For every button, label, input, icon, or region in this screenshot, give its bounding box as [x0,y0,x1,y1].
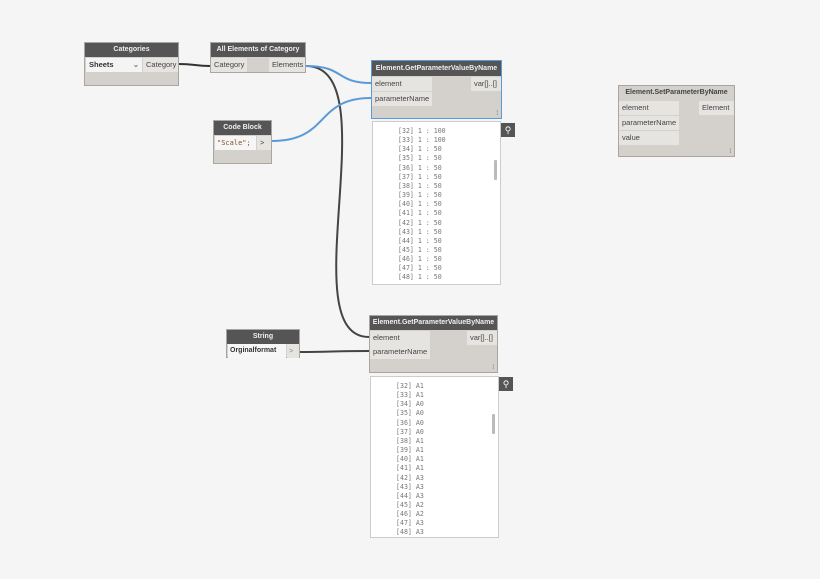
category-dropdown[interactable]: Sheets ⌄ [86,58,142,72]
preview-row: [37] 1 : 50 [398,172,442,181]
string-node[interactable]: String Orginalformat > [226,329,300,358]
pin-icon[interactable]: ⚲ [499,377,513,391]
preview-row: [35] 1 : 50 [398,154,442,163]
dropdown-value: Sheets [89,60,114,69]
input-port-category[interactable]: Category [211,58,247,72]
input-port-value[interactable]: value [619,131,679,145]
input-port-parametername[interactable]: parameterName [372,92,432,106]
output-port[interactable]: > [287,344,299,358]
wire-elements-to-getparam2[interactable] [305,65,370,338]
preview-row: [42] 1 : 50 [398,218,442,227]
node-title: String [227,330,299,344]
preview-row: [32] 1 : 100 [398,127,446,135]
input-port-element[interactable]: element [619,101,679,115]
preview-row: [47] 1 : 50 [398,264,442,273]
preview-row: [33] 1 : 100 [398,136,446,145]
node-title: Categories [85,43,178,57]
node-title: Element.GetParameterValueByName [370,316,497,330]
preview-bubble-2[interactable]: [32] A1[33] A1[34] A0[35] A0[36] A0[37] … [370,376,499,538]
input-port-parametername[interactable]: parameterName [619,116,679,130]
code-input[interactable]: "Scale"; [215,136,256,150]
set-parameter-node[interactable]: Element.SetParameterByName element param… [618,85,735,157]
output-port-var[interactable]: var[]..[] [471,77,501,91]
pin-icon[interactable]: ⚲ [501,123,515,137]
output-port-elements[interactable]: Elements [269,58,305,72]
preview-row: [33] A1 [396,391,424,400]
input-port-parametername[interactable]: parameterName [370,345,430,359]
get-parameter-node-1[interactable]: Element.GetParameterValueByName element … [371,60,502,119]
wire-category[interactable] [178,63,211,67]
output-port-var[interactable]: var[]..[] [467,331,497,345]
wire-codeblock-to-getparam1[interactable] [271,97,372,142]
preview-row: [36] 1 : 50 [398,163,442,172]
preview-row: [44] A3 [396,491,424,500]
preview-row: [35] A0 [396,409,424,418]
chevron-down-icon: ⌄ [132,60,139,69]
input-port-element[interactable]: element [372,77,432,91]
node-title: Element.SetParameterByName [619,86,734,100]
preview-row: [45] 1 : 50 [398,245,442,254]
preview-row: [48] 1 : 50 [398,273,442,282]
preview-row: [39] 1 : 50 [398,191,442,200]
preview-row: [38] 1 : 50 [398,181,442,190]
preview-row: [41] A1 [396,464,424,473]
preview-row: [48] A3 [396,528,424,537]
preview-row: [38] A1 [396,436,424,445]
preview-row: [40] 1 : 50 [398,200,442,209]
preview-row: [44] 1 : 50 [398,236,442,245]
code-block-node[interactable]: Code Block "Scale"; > [213,120,272,164]
wire-elements-to-getparam1[interactable] [305,65,372,84]
preview-row: [40] A1 [396,455,424,464]
preview-row: [43] A3 [396,482,424,491]
preview-row: [36] A0 [396,418,424,427]
output-port[interactable]: > [257,136,271,150]
preview-row: [34] 1 : 50 [398,145,442,154]
preview-row: [39] A1 [396,446,424,455]
preview-row: [43] 1 : 50 [398,227,442,236]
preview-row: [47] A3 [396,519,424,528]
wire-string-to-getparam2[interactable] [299,350,370,353]
output-port-category[interactable]: Category [143,58,178,72]
preview-row: [37] A0 [396,427,424,436]
string-input[interactable]: Orginalformat [228,344,286,358]
all-elements-node[interactable]: All Elements of Category Category Elemen… [210,42,306,73]
preview-scrollbar[interactable] [492,414,495,434]
input-port-element[interactable]: element [370,331,430,345]
node-title: Element.GetParameterValueByName [372,61,501,76]
preview-row: [41] 1 : 50 [398,209,442,218]
node-title: All Elements of Category [211,43,305,57]
node-title: Code Block [214,121,271,135]
preview-row: [45] A2 [396,500,424,509]
preview-scrollbar[interactable] [494,160,497,180]
resize-grip-icon[interactable]: ⁞ [496,111,498,117]
preview-row: [42] A3 [396,473,424,482]
preview-row: [46] 1 : 50 [398,255,442,264]
preview-row: [32] A1 [396,382,424,390]
resize-grip-icon[interactable]: ⁞ [729,149,731,155]
get-parameter-node-2[interactable]: Element.GetParameterValueByName element … [369,315,498,373]
categories-node[interactable]: Categories Sheets ⌄ Category [84,42,179,86]
preview-row: [46] A2 [396,510,424,519]
output-port-element[interactable]: Element [699,101,734,115]
resize-grip-icon[interactable]: ⁞ [492,365,494,371]
preview-row: [34] A0 [396,400,424,409]
preview-bubble-1[interactable]: [32] 1 : 100[33] 1 : 100[34] 1 : 50[35] … [372,121,501,285]
